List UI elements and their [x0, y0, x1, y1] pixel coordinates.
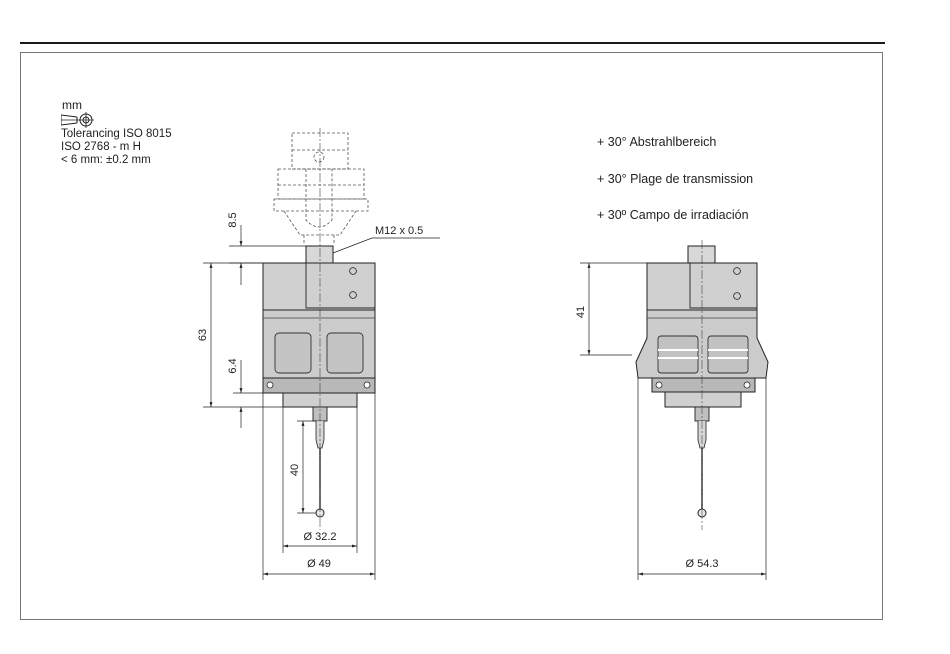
body-base — [263, 378, 375, 393]
shank — [306, 246, 333, 263]
dim-dia-49-label: Ø 49 — [307, 558, 331, 570]
dim-dia-32-2-label: Ø 32.2 — [303, 531, 336, 543]
dim-41 — [580, 263, 647, 355]
body-upper — [263, 263, 375, 310]
dim-6-4-label: 6.4 — [227, 358, 239, 373]
left-view: 8.5 M12 x 0.5 63 6.4 40 — [197, 128, 440, 580]
dim-8-5-label: 8.5 — [227, 212, 239, 227]
body-base-right — [652, 378, 755, 392]
shank-right — [688, 246, 715, 263]
dim-63-label: 63 — [197, 329, 209, 341]
tool-holder-phantom — [274, 133, 368, 245]
dim-41-label: 41 — [575, 306, 587, 318]
right-view: 41 Ø 54.3 — [575, 240, 768, 580]
bottom-plate-right — [665, 392, 741, 407]
dim-dia-54-3-label: Ø 54.3 — [685, 558, 718, 570]
thread-label: M12 x 0.5 — [375, 225, 423, 237]
dim-40-label: 40 — [289, 464, 301, 476]
